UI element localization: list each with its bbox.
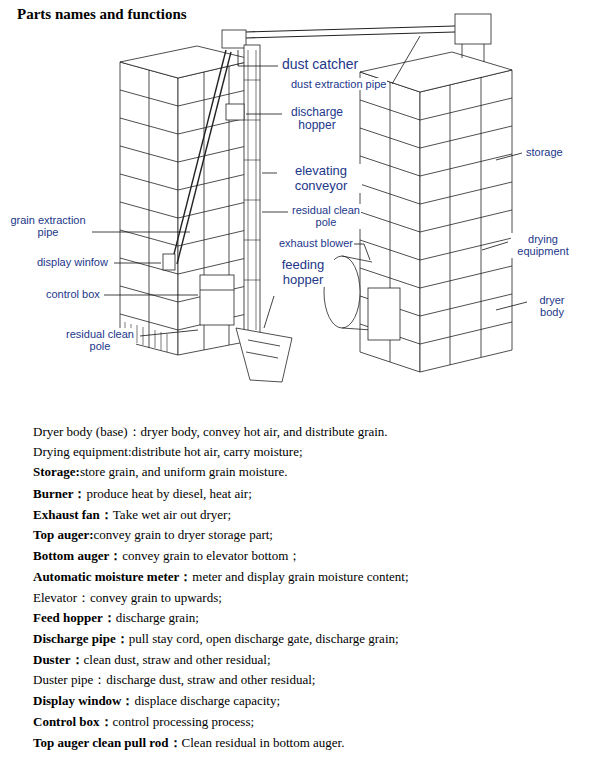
part-label: discharge hopper (285, 106, 349, 133)
part-label: storage (525, 146, 564, 158)
part-term: Automatic moisture meter： (33, 569, 192, 584)
part-function: convey grain to dryer storage part; (94, 527, 273, 542)
page-title: Parts names and functions (17, 6, 187, 23)
part-term: Discharge pipe： (33, 631, 129, 646)
parts-list-row: Top auger clean pull rod：Clean residual … (33, 734, 344, 752)
part-label: exhaust blower (278, 237, 354, 249)
part-function: Clean residual in bottom auger. (182, 735, 345, 750)
parts-list-row: Automatic moisture meter：meter and displ… (33, 568, 409, 586)
part-term: Feed hopper： (33, 610, 116, 625)
part-label: elevating conveyor (280, 164, 362, 193)
part-term: Duster pipe： (33, 672, 106, 687)
part-label: dust extraction pipe (290, 78, 387, 90)
part-label: dust catcher (281, 57, 359, 73)
part-term: Duster： (33, 652, 84, 667)
part-label: residual clean pole (64, 328, 136, 353)
part-label: dryer body (530, 294, 574, 319)
part-term: Control box： (33, 714, 113, 729)
part-function: convey grain to elevator bottom； (122, 548, 301, 563)
part-term: Drying equipment: (33, 444, 132, 459)
part-function: dryer body, convey hot air, and distribu… (141, 424, 388, 439)
parts-list-row: Elevator：convey grain to upwards; (33, 589, 222, 607)
part-label: residual clean pole (291, 204, 361, 229)
parts-list-row: Discharge pipe：pull stay cord, open disc… (33, 630, 399, 648)
parts-list-row: Duster pipe：discharge dust, straw and ot… (33, 671, 315, 689)
part-term: Display window： (33, 693, 135, 708)
parts-list-row: Storage:store grain, and uniform grain m… (33, 464, 288, 480)
part-function: clean dust, straw and other residual; (84, 652, 271, 667)
part-function: store grain, and uniform grain moisture. (80, 464, 288, 479)
part-term: Dryer body (base)： (33, 424, 141, 439)
part-label: feeding hopper (272, 258, 334, 287)
part-term: Storage: (33, 464, 80, 479)
part-label: display winfow (36, 256, 109, 268)
part-function: control processing process; (113, 714, 255, 729)
part-function: discharge grain; (116, 610, 199, 625)
part-term: Exhaust fan： (33, 507, 113, 522)
parts-list-row: Burner：produce heat by diesel, heat air; (33, 485, 252, 503)
part-function: produce heat by diesel, heat air; (86, 486, 251, 501)
part-label: drying equipment (511, 233, 575, 258)
parts-list-row: Top auger:convey grain to dryer storage … (33, 527, 273, 543)
part-function: discharge dust, straw and other residual… (106, 672, 315, 687)
part-function: displace discharge capacity; (135, 693, 281, 708)
part-function: distribute hot air, carry moisture; (132, 444, 303, 459)
leader-lines (92, 36, 527, 336)
part-term: Burner： (33, 486, 86, 501)
parts-list-row: Duster：clean dust, straw and other resid… (33, 651, 271, 669)
parts-list-row: Dryer body (base)：dryer body, convey hot… (33, 423, 388, 441)
part-function: Take wet air out dryer; (113, 507, 231, 522)
part-term: Top auger clean pull rod： (33, 735, 182, 750)
part-function: meter and display grain moisture content… (192, 569, 408, 584)
parts-list-row: Display window：displace discharge capaci… (33, 692, 280, 710)
parts-list-row: Exhaust fan：Take wet air out dryer; (33, 506, 231, 524)
part-label: grain extraction pipe (5, 214, 91, 239)
part-term: Elevator： (33, 590, 90, 605)
parts-list-row: Control box：control processing process; (33, 713, 254, 731)
parts-list-row: Feed hopper：discharge grain; (33, 609, 199, 627)
part-term: Top auger: (33, 527, 94, 542)
parts-list-row: Bottom auger：convey grain to elevator bo… (33, 547, 301, 565)
part-term: Bottom auger： (33, 548, 122, 563)
part-function: pull stay cord, open discharge gate, dis… (129, 631, 399, 646)
parts-list-row: Drying equipment:distribute hot air, car… (33, 444, 303, 460)
part-label: control box (45, 288, 101, 300)
part-function: convey grain to upwards; (90, 590, 222, 605)
